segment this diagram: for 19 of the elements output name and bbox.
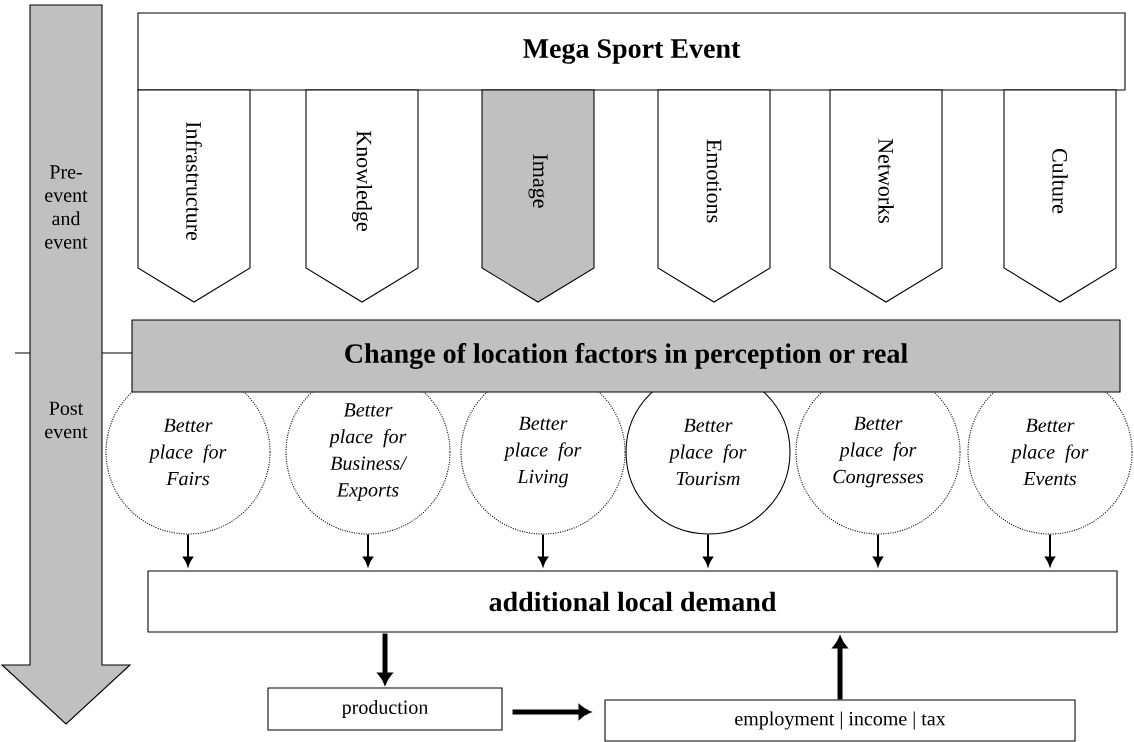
process-box: production — [267, 687, 503, 731]
arrow — [183, 533, 193, 567]
arrow — [703, 533, 713, 567]
pennant: Emotions — [657, 89, 771, 303]
arrow — [538, 533, 548, 567]
pennant: Image — [481, 89, 595, 303]
arrow — [833, 636, 848, 700]
factor-band: Change of location factors in perception or real — [131, 319, 1121, 393]
arrow — [1045, 533, 1055, 567]
arrow — [512, 705, 591, 720]
process-box: employment | income | tax — [604, 699, 1076, 742]
arrow — [363, 533, 373, 567]
pennant: Infrastructure — [137, 89, 251, 303]
pennant: Culture — [1003, 89, 1117, 303]
pennant: Knowledge — [305, 89, 419, 303]
arrow — [378, 633, 393, 685]
demand-box: additional local demand — [147, 570, 1118, 633]
arrow — [873, 533, 883, 567]
pennant: Networks — [829, 89, 943, 303]
